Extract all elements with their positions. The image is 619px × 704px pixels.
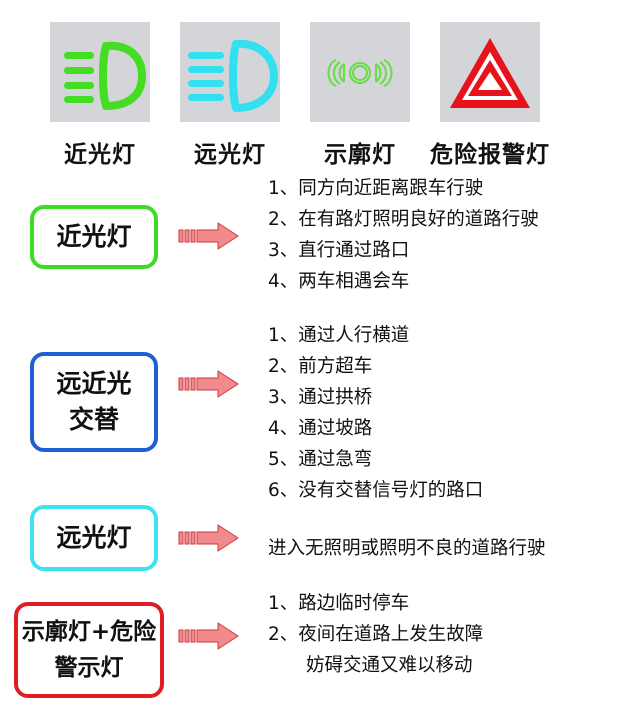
list-item: 4、两车相遇会车 [268, 271, 410, 292]
right-arrow-icon [178, 524, 239, 552]
category-label: 示廓灯+危险 警示灯 [21, 619, 157, 681]
list-item: 进入无照明或照明不良的道路行驶 [268, 538, 546, 559]
arrow-icon [178, 523, 240, 553]
arrow-icon [178, 369, 240, 399]
low-beam-icon [64, 41, 146, 110]
category-high-beam: 远光灯 [30, 505, 158, 571]
category-position-hazard: 示廓灯+危险 警示灯 [14, 602, 164, 698]
category-label: 远近光 交替 [56, 369, 132, 434]
right-arrow-icon [178, 370, 239, 398]
high-beam-rule-list: 进入无照明或照明不良的道路行驶 [268, 533, 546, 564]
list-item: 4、通过坡路 [268, 418, 373, 439]
list-item: 2、夜间在道路上发生故障 [268, 624, 484, 645]
category-label: 近光灯 [56, 222, 132, 251]
hazard-warning-icon-tile [440, 22, 540, 122]
right-arrow-icon [178, 222, 239, 250]
list-item: 2、前方超车 [268, 356, 373, 377]
position-light-icon [327, 59, 393, 87]
position-light-icon-tile [310, 22, 410, 122]
list-item: 1、同方向近距离跟车行驶 [268, 178, 484, 199]
alternate-beam-rule-list: 1、通过人行横道 2、前方超车 3、通过拱桥 4、通过坡路 5、通过急弯 6、没… [268, 320, 483, 506]
low-beam-icon-tile [50, 22, 150, 122]
list-item: 6、没有交替信号灯的路口 [268, 480, 484, 501]
arrow-icon [178, 621, 240, 651]
right-arrow-icon [178, 622, 239, 650]
category-low-beam: 近光灯 [30, 205, 158, 269]
list-item: 1、通过人行横道 [268, 325, 410, 346]
high-beam-icon-tile [180, 22, 280, 122]
list-item: 5、通过急弯 [268, 449, 373, 470]
high-beam-caption: 远光灯 [194, 142, 266, 168]
list-item: 3、通过拱桥 [268, 387, 373, 408]
arrow-icon [178, 221, 240, 251]
low-beam-caption: 近光灯 [64, 142, 136, 168]
category-label: 远光灯 [56, 523, 132, 552]
list-item: 妨碍交通又难以移动 [306, 655, 473, 676]
hazard-warning-caption: 危险报警灯 [430, 142, 550, 168]
category-alternate-beam: 远近光 交替 [30, 352, 158, 452]
position-light-caption: 示廓灯 [324, 142, 396, 168]
list-item: 1、路边临时停车 [268, 593, 410, 614]
high-beam-icon [188, 39, 278, 112]
list-item: 3、直行通过路口 [268, 240, 410, 261]
low-beam-rule-list: 1、同方向近距离跟车行驶 2、在有路灯照明良好的道路行驶 3、直行通过路口 4、… [268, 173, 539, 297]
list-item: 2、在有路灯照明良好的道路行驶 [268, 209, 539, 230]
hazard-warning-icon [450, 38, 530, 108]
position-hazard-rule-list: 1、路边临时停车 2、夜间在道路上发生故障 妨碍交通又难以移动 [268, 588, 483, 681]
